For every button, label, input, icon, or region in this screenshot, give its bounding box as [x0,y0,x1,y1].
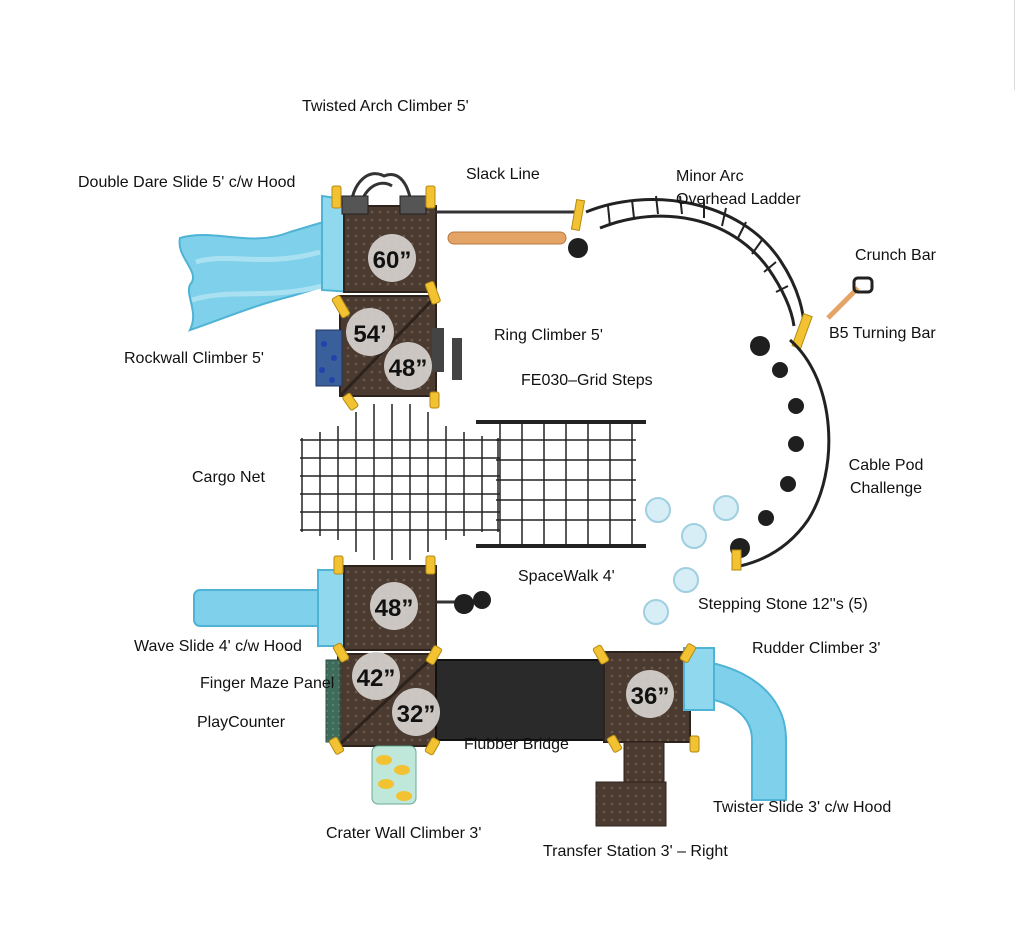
height-badges: 60” 54’ 48” 48” 42” 32” 36” [346,234,674,736]
stepping-stones [643,495,739,625]
label-cable-pod-line2: Challenge [849,480,923,497]
height-badge-36 [626,670,674,718]
overhead-ladder-arc [585,195,806,329]
label-minor-arc-line1: Minor Arc [676,168,744,185]
label-minor-arc: Minor Arc Overhead Ladder [676,165,806,211]
label-wave-slide: Wave Slide 4' c/w Hood [134,638,302,655]
label-slack-line: Slack Line [466,166,540,183]
grid-steps [476,420,646,548]
label-cable-pod-challenge: Cable Pod Challenge [836,454,936,500]
rockwall-climber [315,329,343,387]
label-finger-maze-panel: Finger Maze Panel [200,675,335,692]
label-transfer-station: Transfer Station 3' – Right [543,843,728,860]
label-flubber-bridge: Flubber Bridge [464,736,569,753]
height-badge-48-upper [384,342,432,390]
flubber-bridge [435,659,607,741]
transfer-station [595,741,667,827]
scrollbar-edge [1014,0,1015,90]
label-cargo-net: Cargo Net [192,469,265,486]
cable-pod-challenge [730,336,831,571]
label-stepping-stone: Stepping Stone 12''s (5) [698,596,868,613]
height-label-42: 42” [357,665,396,692]
label-playcounter: PlayCounter [197,714,286,731]
cargo-net [300,404,500,560]
height-badge-54 [346,308,394,356]
crunch-bar [791,276,874,350]
label-rockwall-climber: Rockwall Climber 5' [124,350,264,367]
height-label-48-lower: 48” [375,595,414,622]
height-label-54: 54’ [353,321,386,348]
label-spacewalk: SpaceWalk 4' [518,568,615,585]
label-minor-arc-line2: Overhead Ladder [676,191,801,208]
label-grid-steps: FE030–Grid Steps [521,372,653,389]
support-posts [328,185,700,756]
twisted-arch-climber [341,172,427,215]
height-badge-42 [352,652,400,700]
label-cable-pod-line1: Cable Pod [848,457,924,474]
label-b5-turning-bar: B5 Turning Bar [829,325,936,342]
height-badge-48-lower [370,582,418,630]
crater-wall-climber [371,745,417,805]
spacewalk [436,591,491,614]
label-twisted-arch-climber: Twisted Arch Climber 5' [302,98,469,115]
height-label-36: 36” [631,683,670,710]
wave-slide [193,569,351,647]
height-badge-60 [368,234,416,282]
label-rudder-climber: Rudder Climber 3' [752,640,881,657]
ring-climber [432,328,462,380]
height-badge-32 [392,688,440,736]
twister-slide [683,647,787,801]
label-twister-slide: Twister Slide 3' c/w Hood [713,799,892,816]
label-double-dare-slide: Double Dare Slide 5' c/w Hood [78,174,296,191]
height-label-32: 32” [397,701,436,728]
height-label-48-upper: 48” [389,355,428,382]
double-dare-slide [178,194,354,332]
label-crunch-bar: Crunch Bar [855,247,936,264]
label-ring-climber: Ring Climber 5' [494,327,603,344]
label-crater-wall-climber: Crater Wall Climber 3' [326,825,482,842]
height-label-60: 60” [373,247,412,274]
slack-line [436,198,588,258]
